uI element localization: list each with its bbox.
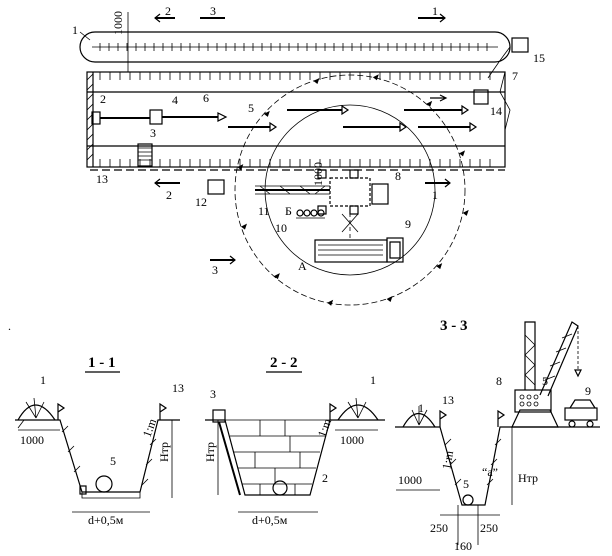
callout-15: 15: [533, 51, 545, 65]
svg-text:3: 3: [212, 263, 218, 277]
s3-callout-5b: 5: [542, 374, 548, 388]
trench-ticks: [99, 72, 491, 167]
callout-14: 14: [490, 104, 502, 118]
crane-8: [255, 169, 389, 240]
trench-end-hatch: [86, 72, 94, 167]
section-mark-1-bottom: 1: [425, 178, 451, 202]
crane-zone-outer: [234, 74, 466, 306]
excavator-14: [473, 89, 489, 105]
callout-2: 2: [100, 92, 106, 106]
s1-callout-13: 13: [172, 381, 184, 395]
stray-mark: .: [8, 319, 11, 333]
s2-callout-1: 1: [370, 373, 376, 387]
s3-callout-1: 1: [418, 401, 424, 415]
spoil-heap-1-s3: [402, 412, 436, 428]
callout-1: 1: [72, 23, 78, 37]
s2-width: d+0,5м: [252, 513, 288, 527]
svg-text:2: 2: [165, 4, 171, 18]
s1-slope: 1:m: [140, 416, 160, 439]
vehicle-9: [314, 237, 404, 263]
section-mark-1-top: 1: [418, 4, 446, 23]
section-1-1: 1 - 1 1000 1:m Hтр d+0,5м 1 5 13: [15, 355, 184, 527]
section-mark-3-top: 3: [200, 4, 225, 19]
vehicle-9-elevation: [564, 399, 598, 428]
section-mark-2-bottom: 2: [154, 178, 180, 202]
s3-callout-13: 13: [442, 393, 454, 407]
s2-dim-1000: 1000: [340, 433, 364, 447]
section-3-3-title: 3 - 3: [440, 318, 468, 334]
conveyor-loop: [79, 31, 511, 63]
pipe-5-s1: [95, 475, 113, 493]
s3-dim-1000: 1000: [398, 473, 422, 487]
svg-text:2: 2: [166, 188, 172, 202]
section-2-2: 2 - 2 Hтр 1:m 1000 d+0,5м 3 1 2: [203, 355, 385, 527]
s1-depth: Hтр: [157, 442, 171, 462]
svg-text:3: 3: [210, 4, 216, 18]
callout-7: 7: [512, 69, 518, 83]
s1-width: d+0,5м: [88, 513, 124, 527]
callout-10: 10: [275, 221, 287, 235]
section-1-1-title: 1 - 1: [88, 355, 116, 371]
spoil-heap-1: [17, 404, 56, 421]
callout-11: 11: [258, 204, 270, 218]
s3-dim-250-right: 250: [480, 521, 498, 535]
machine-3: [137, 143, 153, 167]
crane-8-elevation: [511, 321, 582, 428]
callout-8: 8: [395, 169, 401, 183]
s1-dim-1000: 1000: [20, 433, 44, 447]
section-3-3: 3 - 3 1000: [395, 318, 600, 553]
pipe-string: [91, 94, 478, 133]
s3-dim-250-left: 250: [430, 521, 448, 535]
callout-9: 9: [405, 217, 411, 231]
s3-slope: 1:m: [439, 449, 456, 470]
svg-text:1: 1: [432, 4, 438, 18]
spoil-heap-1-s2: [337, 404, 379, 421]
zone-flags: [237, 74, 469, 306]
callout-4: 4: [172, 93, 178, 107]
s3-callout-5: 5: [463, 477, 469, 491]
zone-label-b: Б: [285, 204, 292, 218]
s2-callout-2: 2: [322, 471, 328, 485]
site-box-12: [207, 179, 225, 195]
s1-callout-5: 5: [110, 454, 116, 468]
callout-3: 3: [150, 126, 156, 140]
conveyor-ticks: [99, 43, 488, 51]
pump-station: [511, 37, 529, 53]
pipe-stack-10: [296, 209, 325, 219]
s3-depth: Hтр: [518, 471, 538, 485]
zone-label-a: А: [298, 259, 307, 273]
s1-callout-1: 1: [40, 373, 46, 387]
s2-callout-3: 3: [210, 387, 216, 401]
crane-dim-1000: 1000: [311, 162, 325, 186]
pipe-2-s2: [272, 480, 288, 496]
s3-callout-9: 9: [585, 384, 591, 398]
top-dim-1000: 1000: [111, 11, 125, 35]
plan-view: 2 3 1 2 1 3 1000 1000 1: [72, 4, 545, 306]
s3-gap-a: “a”: [482, 465, 498, 479]
s3-dim-160: 160: [454, 539, 472, 553]
svg-text:1: 1: [432, 188, 438, 202]
callout-6: 6: [203, 91, 209, 105]
s2-depth: Hтр: [203, 442, 217, 462]
section-mark-2-top: 2: [154, 4, 175, 23]
callout-13: 13: [96, 172, 108, 186]
pipe-5-s3: [462, 494, 474, 506]
section-mark-3-bottom: 3: [210, 255, 236, 277]
s2-slope: 1:m: [315, 416, 335, 439]
s3-callout-8: 8: [496, 374, 502, 388]
callout-5: 5: [248, 101, 254, 115]
section-2-2-title: 2 - 2: [270, 355, 298, 371]
callout-12: 12: [195, 195, 207, 209]
